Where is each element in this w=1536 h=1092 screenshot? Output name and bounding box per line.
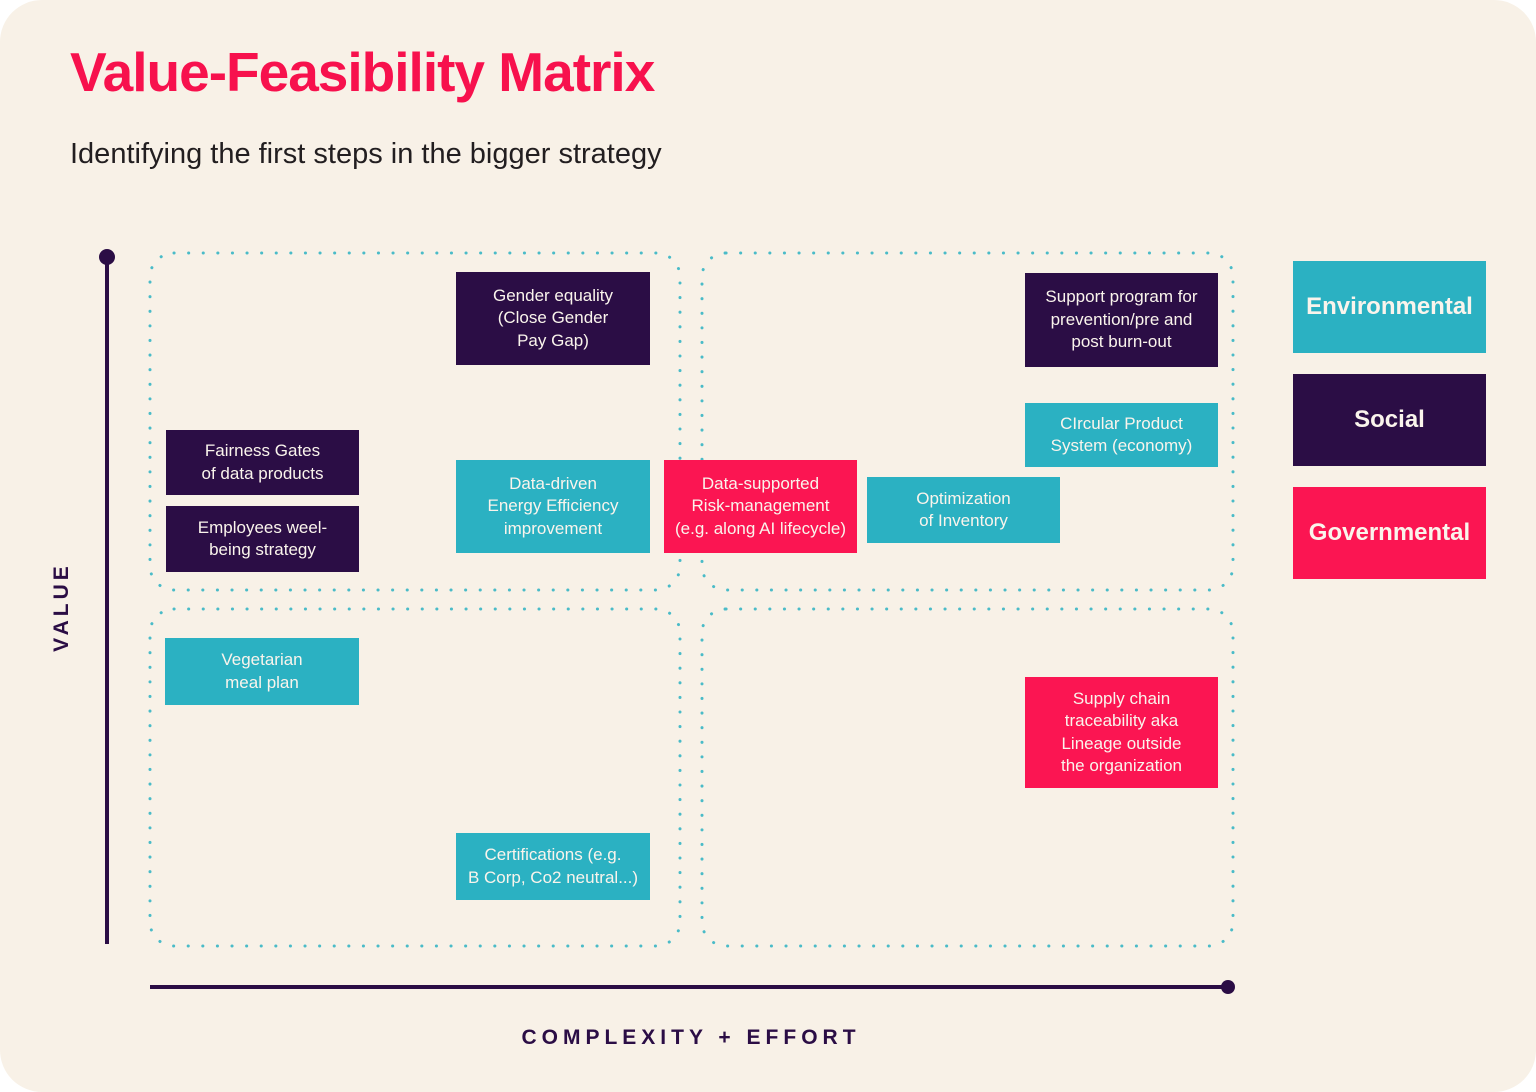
matrix-item: Gender equality (Close Gender Pay Gap): [456, 272, 650, 365]
matrix-item: Support program for prevention/pre and p…: [1025, 273, 1218, 367]
legend-governmental-label: Governmental: [1308, 519, 1471, 546]
x-axis-end-dot: [1221, 980, 1235, 994]
matrix-item: Data-supported Risk-management (e.g. alo…: [664, 460, 857, 553]
matrix-item: Supply chain traceability aka Lineage ou…: [1025, 677, 1218, 788]
matrix-item: CIrcular Product System (economy): [1025, 403, 1218, 467]
legend-social-label: Social: [1354, 406, 1425, 433]
matrix-item: Data-driven Energy Efficiency improvemen…: [456, 460, 650, 553]
page-title: Value-Feasibility Matrix: [70, 41, 655, 103]
legend-social: Social: [1293, 374, 1486, 466]
page-subtitle: Identifying the first steps in the bigge…: [70, 138, 662, 170]
matrix-item: Fairness Gates of data products: [166, 430, 359, 495]
matrix-item: Vegetarian meal plan: [165, 638, 359, 705]
legend: Environmental Social Governmental: [1293, 261, 1486, 600]
legend-governmental: Governmental: [1293, 487, 1486, 579]
matrix-item: Optimization of Inventory: [867, 477, 1060, 543]
x-axis-label: COMPLEXITY + EFFORT: [521, 1026, 861, 1049]
y-axis-origin-dot: [99, 249, 115, 265]
legend-environmental-label: Environmental: [1306, 293, 1473, 320]
legend-environmental: Environmental: [1293, 261, 1486, 353]
matrix-item: Employees weel- being strategy: [166, 506, 359, 572]
matrix-item: Certifications (e.g. B Corp, Co2 neutral…: [456, 833, 650, 900]
